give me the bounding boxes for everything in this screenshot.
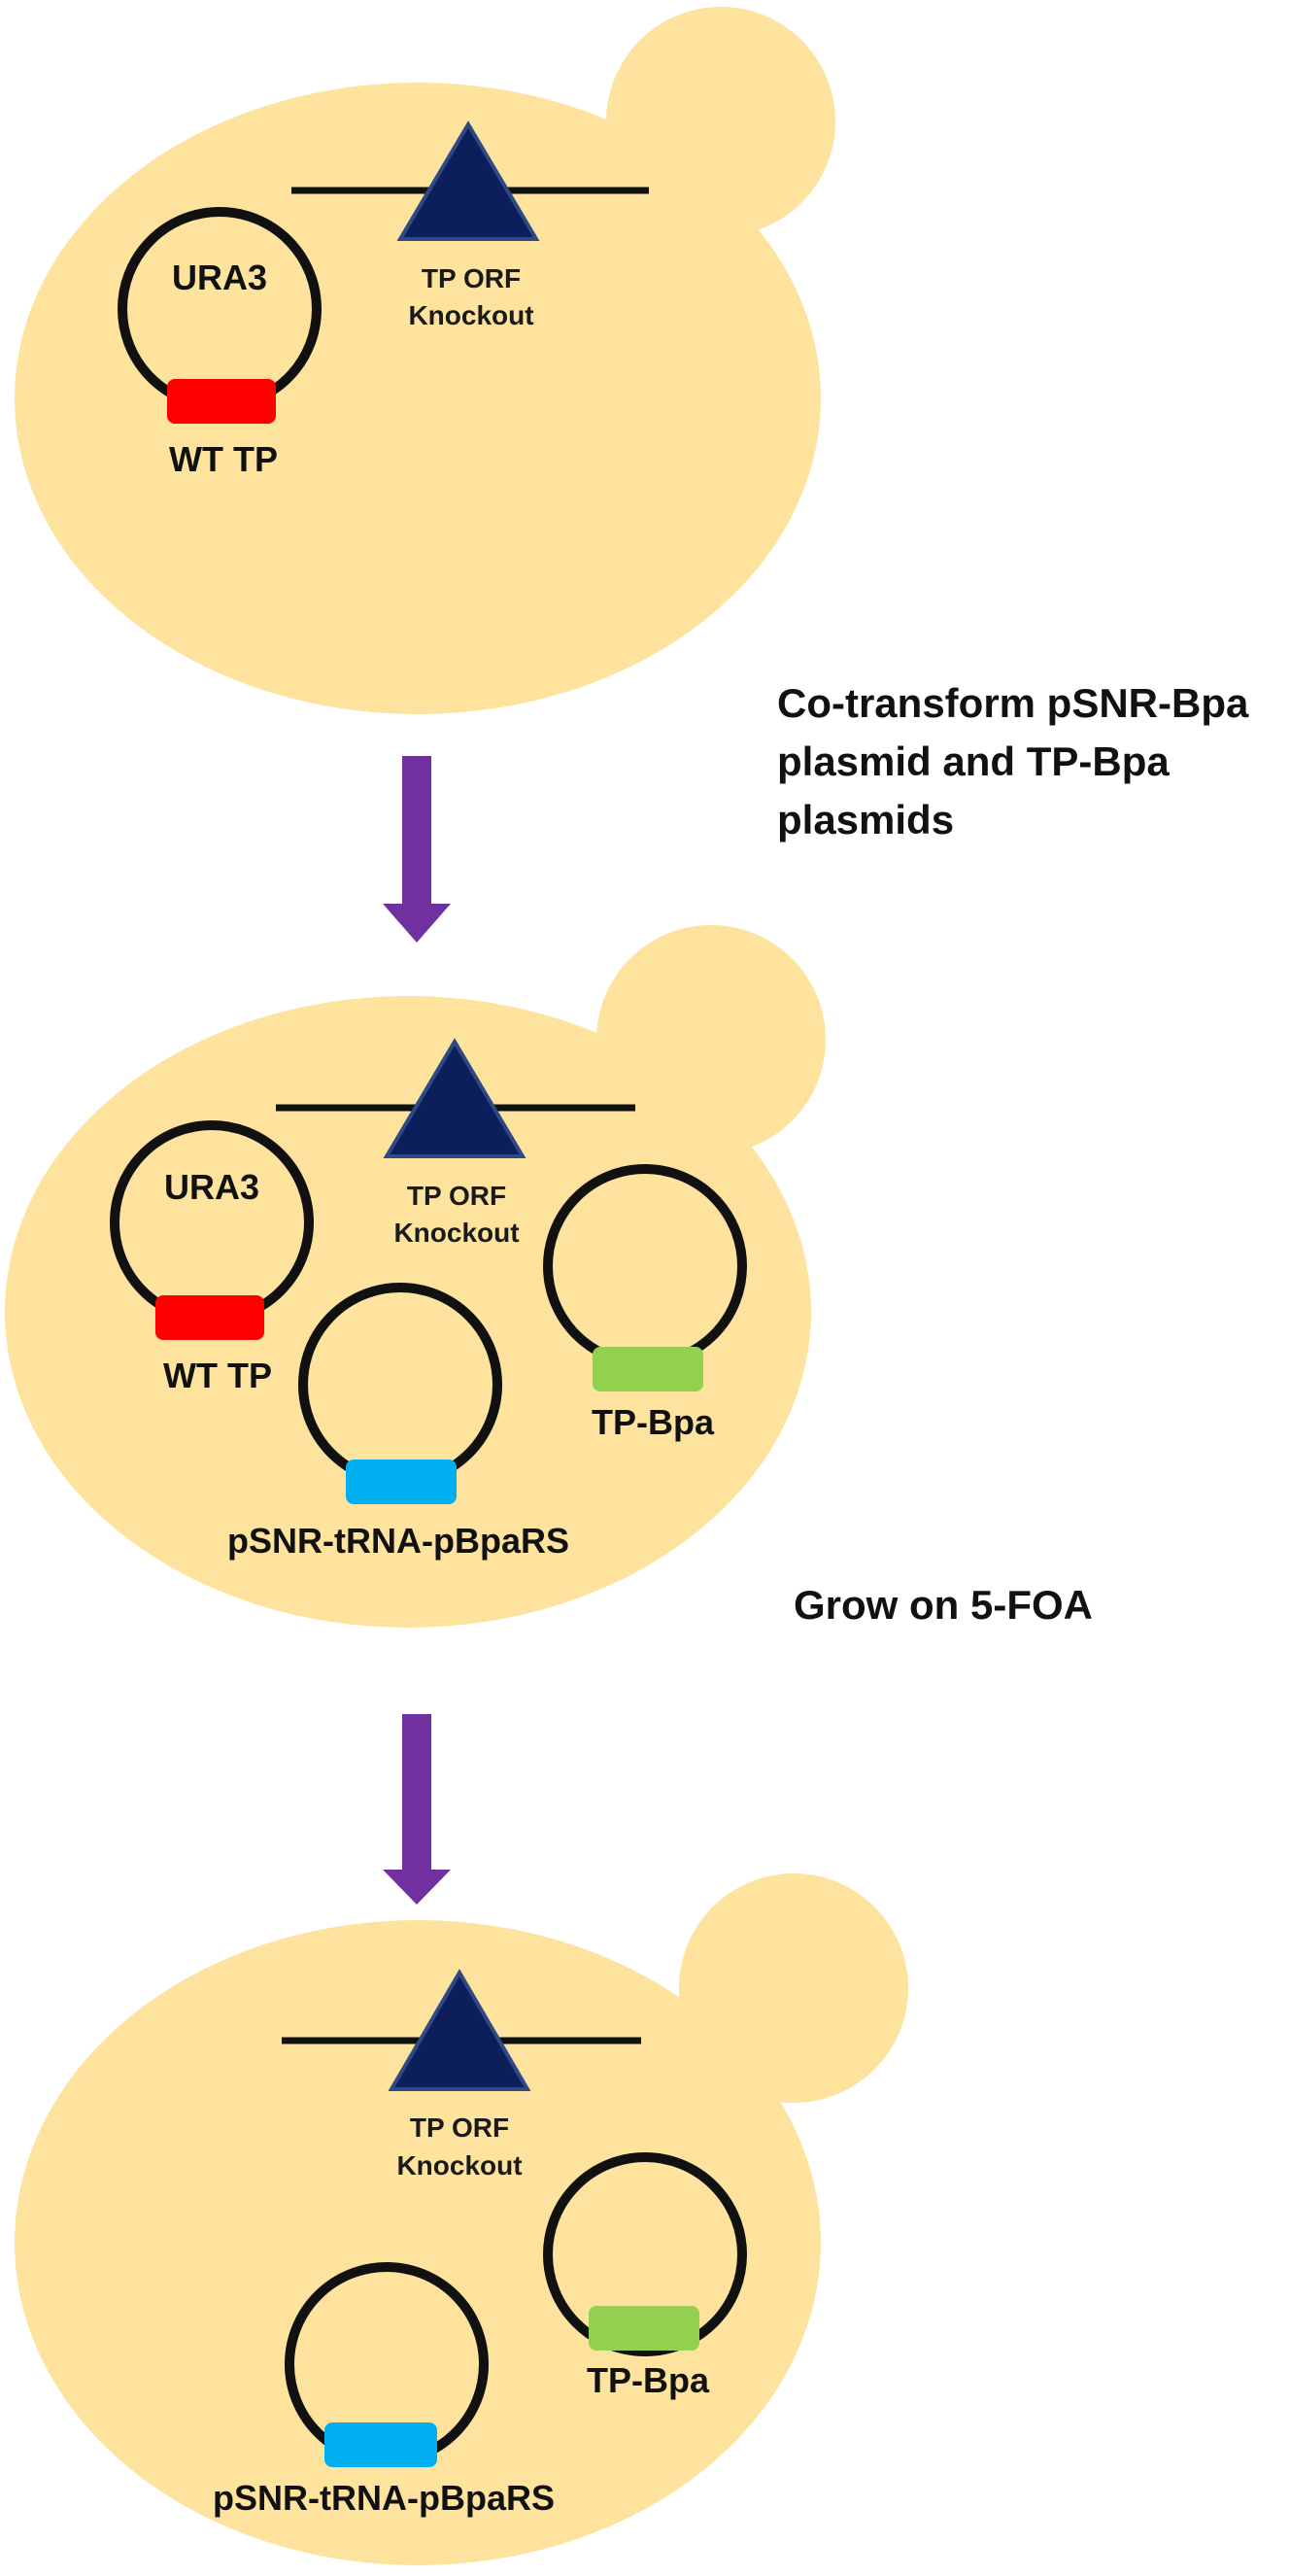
panel-3-psnr-label: pSNR-tRNA-pBpaRS	[213, 2478, 555, 2518]
panel-1-knockout-label-1: TP ORF	[422, 263, 521, 293]
panel-2-wt-tp-label: WT TP	[163, 1356, 272, 1395]
panel-2-knockout-label-1: TP ORF	[407, 1181, 506, 1211]
panel-3-yeast-cell: TP ORF Knockout TP-Bpa pSNR-tRNA-pBpaRS	[15, 1873, 908, 2565]
panel-2-knockout-triangle	[383, 1038, 526, 1158]
panel-2-psnr-label: pSNR-tRNA-pBpaRS	[227, 1521, 569, 1561]
panel-2-tp-bpa-label: TP-Bpa	[592, 1402, 715, 1442]
panel-3-cell-body	[15, 1920, 821, 2565]
step-1-text-line-2: plasmid and TP-Bpa	[777, 738, 1170, 784]
panel-3-tp-bpa-label: TP-Bpa	[587, 2360, 710, 2400]
step-2-text-line-1: Grow on 5-FOA	[794, 1582, 1093, 1628]
panel-2-cell-body	[5, 996, 811, 1628]
panel-1-wt-tp-label: WT TP	[169, 439, 278, 479]
panel-3-psnr-block	[324, 2422, 437, 2467]
panel-1-wt-tp-block	[167, 379, 276, 424]
panel-2-knockout-label-2: Knockout	[393, 1218, 519, 1248]
panel-2-psnr-block	[346, 1460, 457, 1504]
panel-1-knockout-triangle	[396, 120, 540, 241]
panel-2-tp-bpa-block	[593, 1347, 703, 1391]
panel-3-tp-bpa-plasmid	[543, 2152, 747, 2356]
panel-2-ura3-label: URA3	[164, 1167, 259, 1207]
step-1-text-line-3: plasmids	[777, 797, 954, 842]
panel-3-tp-bpa-block	[589, 2306, 699, 2351]
panel-2-yeast-cell: TP ORF Knockout URA3 WT TP TP-Bpa pSNR-t…	[5, 925, 826, 1628]
panel-3-knockout-triangle	[388, 1969, 531, 2091]
step-1-arrow	[383, 756, 451, 943]
panel-3-knockout-label-1: TP ORF	[410, 2112, 509, 2143]
step-2-arrow	[383, 1714, 451, 1905]
panel-2-wt-tp-block	[155, 1295, 264, 1340]
panel-1-ura3-label: URA3	[172, 258, 267, 297]
panel-1-yeast-cell: TP ORF Knockout URA3 WT TP	[15, 7, 835, 714]
panel-1-knockout-label-2: Knockout	[408, 300, 533, 330]
panel-3-knockout-label-2: Knockout	[396, 2150, 522, 2181]
step-1-text-line-1: Co-transform pSNR-Bpa	[777, 680, 1249, 726]
panel-1-cell-body	[15, 83, 821, 714]
